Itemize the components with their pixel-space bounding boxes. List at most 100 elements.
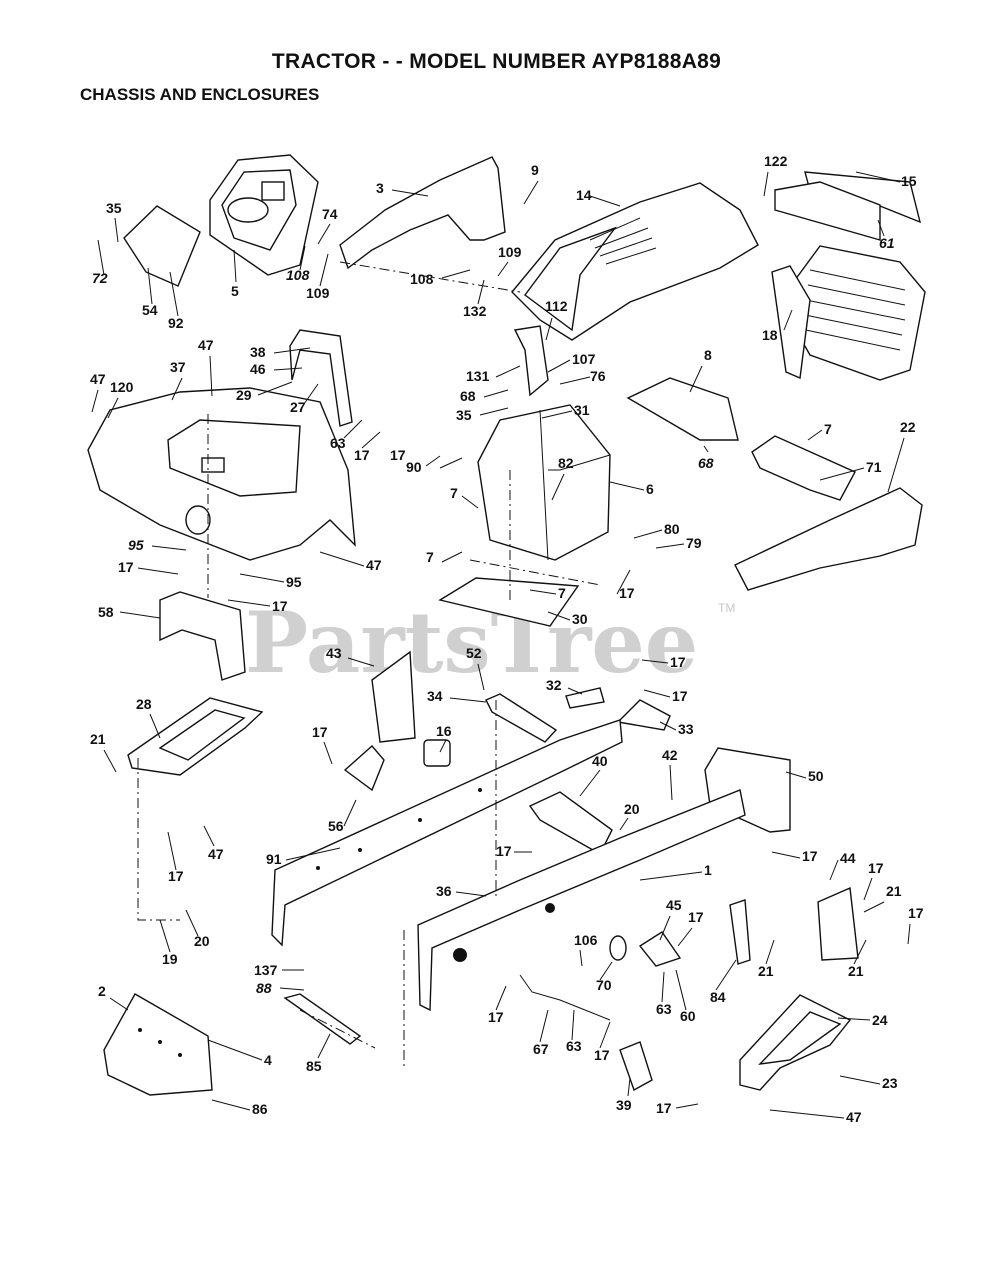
callout: 39 — [616, 1097, 632, 1113]
callout: 80 — [664, 521, 680, 537]
part-lever-84 — [729, 899, 751, 965]
callout: 132 — [463, 303, 487, 319]
part-seat-bracket — [289, 329, 353, 427]
callout: 92 — [168, 315, 184, 331]
assembly-guides — [137, 261, 601, 1070]
callout: 82 — [558, 455, 574, 471]
callout: 27 — [290, 399, 306, 415]
callout: 17 — [488, 1009, 504, 1025]
watermark: PartsTree — [245, 593, 698, 692]
callout: 30 — [572, 611, 588, 627]
part-front-bracket-61 — [774, 181, 881, 241]
leader-lines — [91, 171, 911, 1119]
callout: 88 — [256, 980, 272, 996]
callout: 24 — [872, 1012, 888, 1028]
part-clip-32 — [565, 687, 605, 709]
callout: 17 — [390, 447, 406, 463]
callout: 84 — [710, 989, 726, 1005]
callout: 17 — [118, 559, 134, 575]
callout: 19 — [162, 951, 178, 967]
callout: 36 — [436, 883, 452, 899]
callout: 21 — [886, 883, 902, 899]
callout: 109 — [306, 285, 330, 301]
part-bushing-16 — [423, 739, 451, 767]
callout: 91 — [266, 851, 282, 867]
callout: 37 — [170, 359, 186, 375]
section-title: CHASSIS AND ENCLOSURES — [80, 85, 320, 104]
callout: 47 — [198, 337, 214, 353]
callout: 7 — [450, 485, 458, 501]
part-side-panel — [339, 156, 506, 270]
callout: 47 — [90, 371, 106, 387]
callout: 6 — [646, 481, 654, 497]
callout: 22 — [900, 419, 916, 435]
callout: 61 — [879, 235, 895, 251]
part-bar-85 — [283, 993, 362, 1045]
callout: 17 — [670, 654, 686, 670]
callout: 21 — [758, 963, 774, 979]
callout: 17 — [802, 848, 818, 864]
callout: 46 — [250, 361, 266, 377]
callout: 95 — [286, 574, 302, 590]
callout: 18 — [762, 327, 778, 343]
callout: 120 — [110, 379, 134, 395]
callout: 7 — [824, 421, 832, 437]
part-steering-bracket — [513, 325, 549, 397]
callout: 67 — [533, 1041, 549, 1057]
callout: 74 — [322, 206, 338, 222]
callout: 137 — [254, 962, 278, 978]
callout: 23 — [882, 1075, 898, 1091]
callout: 29 — [236, 387, 252, 403]
callout: 131 — [466, 368, 490, 384]
callout: 90 — [406, 459, 422, 475]
callout: 9 — [531, 162, 539, 178]
callout: 44 — [840, 850, 856, 866]
callout: 63 — [330, 435, 346, 451]
callout: 86 — [252, 1101, 268, 1117]
callout: 79 — [686, 535, 702, 551]
callout: 21 — [90, 731, 106, 747]
page-title: TRACTOR - - MODEL NUMBER AYP8188A89 — [271, 50, 722, 73]
part-rod-67 — [519, 974, 611, 1021]
callout: 52 — [466, 645, 482, 661]
part-bracket-43 — [371, 650, 416, 743]
part-spacer-70 — [609, 935, 627, 961]
part-bracket-56 — [343, 745, 385, 792]
callout: 34 — [427, 688, 443, 704]
part-bracket-71 — [751, 435, 856, 501]
callout: 109 — [498, 244, 522, 260]
callout: 14 — [576, 187, 592, 203]
callout: 17 — [312, 724, 328, 740]
callout: 17 — [656, 1100, 672, 1116]
callout: 43 — [326, 645, 342, 661]
part-seat-mount — [159, 591, 246, 681]
callout: 7 — [426, 549, 434, 565]
callout: 7 — [558, 585, 566, 601]
callout: 72 — [92, 270, 108, 286]
callout: 40 — [592, 753, 608, 769]
part-footrest — [127, 697, 264, 776]
callout: 17 — [594, 1047, 610, 1063]
callout: 28 — [136, 696, 152, 712]
callout: 17 — [168, 868, 184, 884]
part-hood — [511, 182, 759, 341]
callout: 16 — [436, 723, 452, 739]
callout: 20 — [624, 801, 640, 817]
callout: 17 — [272, 598, 288, 614]
part-frame-left — [271, 719, 623, 947]
part-platform-24 — [739, 994, 852, 1091]
callout: 17 — [354, 447, 370, 463]
callout: 63 — [566, 1038, 582, 1054]
callout: 35 — [456, 407, 472, 423]
part-bracket-34 — [485, 693, 558, 743]
callout: 107 — [572, 351, 596, 367]
callout: 106 — [574, 932, 598, 948]
watermark-tm: TM — [718, 601, 735, 615]
callout: 8 — [704, 347, 712, 363]
part-rear-plate — [103, 993, 213, 1096]
callout: 85 — [306, 1058, 322, 1074]
part-grille — [771, 245, 926, 381]
callout: 112 — [545, 298, 568, 314]
callout: 122 — [764, 153, 788, 169]
callout: 45 — [666, 897, 682, 913]
